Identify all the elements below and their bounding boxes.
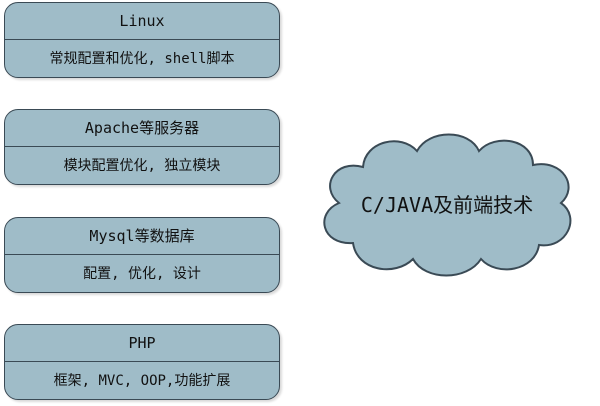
linux-layer-title: Linux: [5, 3, 279, 40]
linux-layer-box: Linux 常规配置和优化, shell脚本: [4, 2, 280, 78]
cloud-label: C/JAVA及前端技术: [360, 192, 534, 217]
php-layer-box: PHP 框架, MVC, OOP,功能扩展: [4, 324, 280, 400]
mysql-layer-desc: 配置, 优化, 设计: [83, 266, 201, 282]
mysql-layer-box: Mysql等数据库 配置, 优化, 设计: [4, 217, 280, 293]
php-layer-desc: 框架, MVC, OOP,功能扩展: [53, 373, 231, 389]
apache-layer-title: Apache等服务器: [5, 110, 279, 147]
technology-cloud: C/JAVA及前端技术: [313, 125, 581, 281]
cloud-shape: [323, 133, 572, 277]
linux-layer-desc: 常规配置和优化, shell脚本: [49, 51, 235, 67]
apache-layer-desc: 模块配置优化, 独立模块: [63, 158, 221, 174]
apache-layer-box: Apache等服务器 模块配置优化, 独立模块: [4, 109, 280, 185]
php-layer-title: PHP: [5, 325, 279, 362]
mysql-layer-title: Mysql等数据库: [5, 218, 279, 255]
